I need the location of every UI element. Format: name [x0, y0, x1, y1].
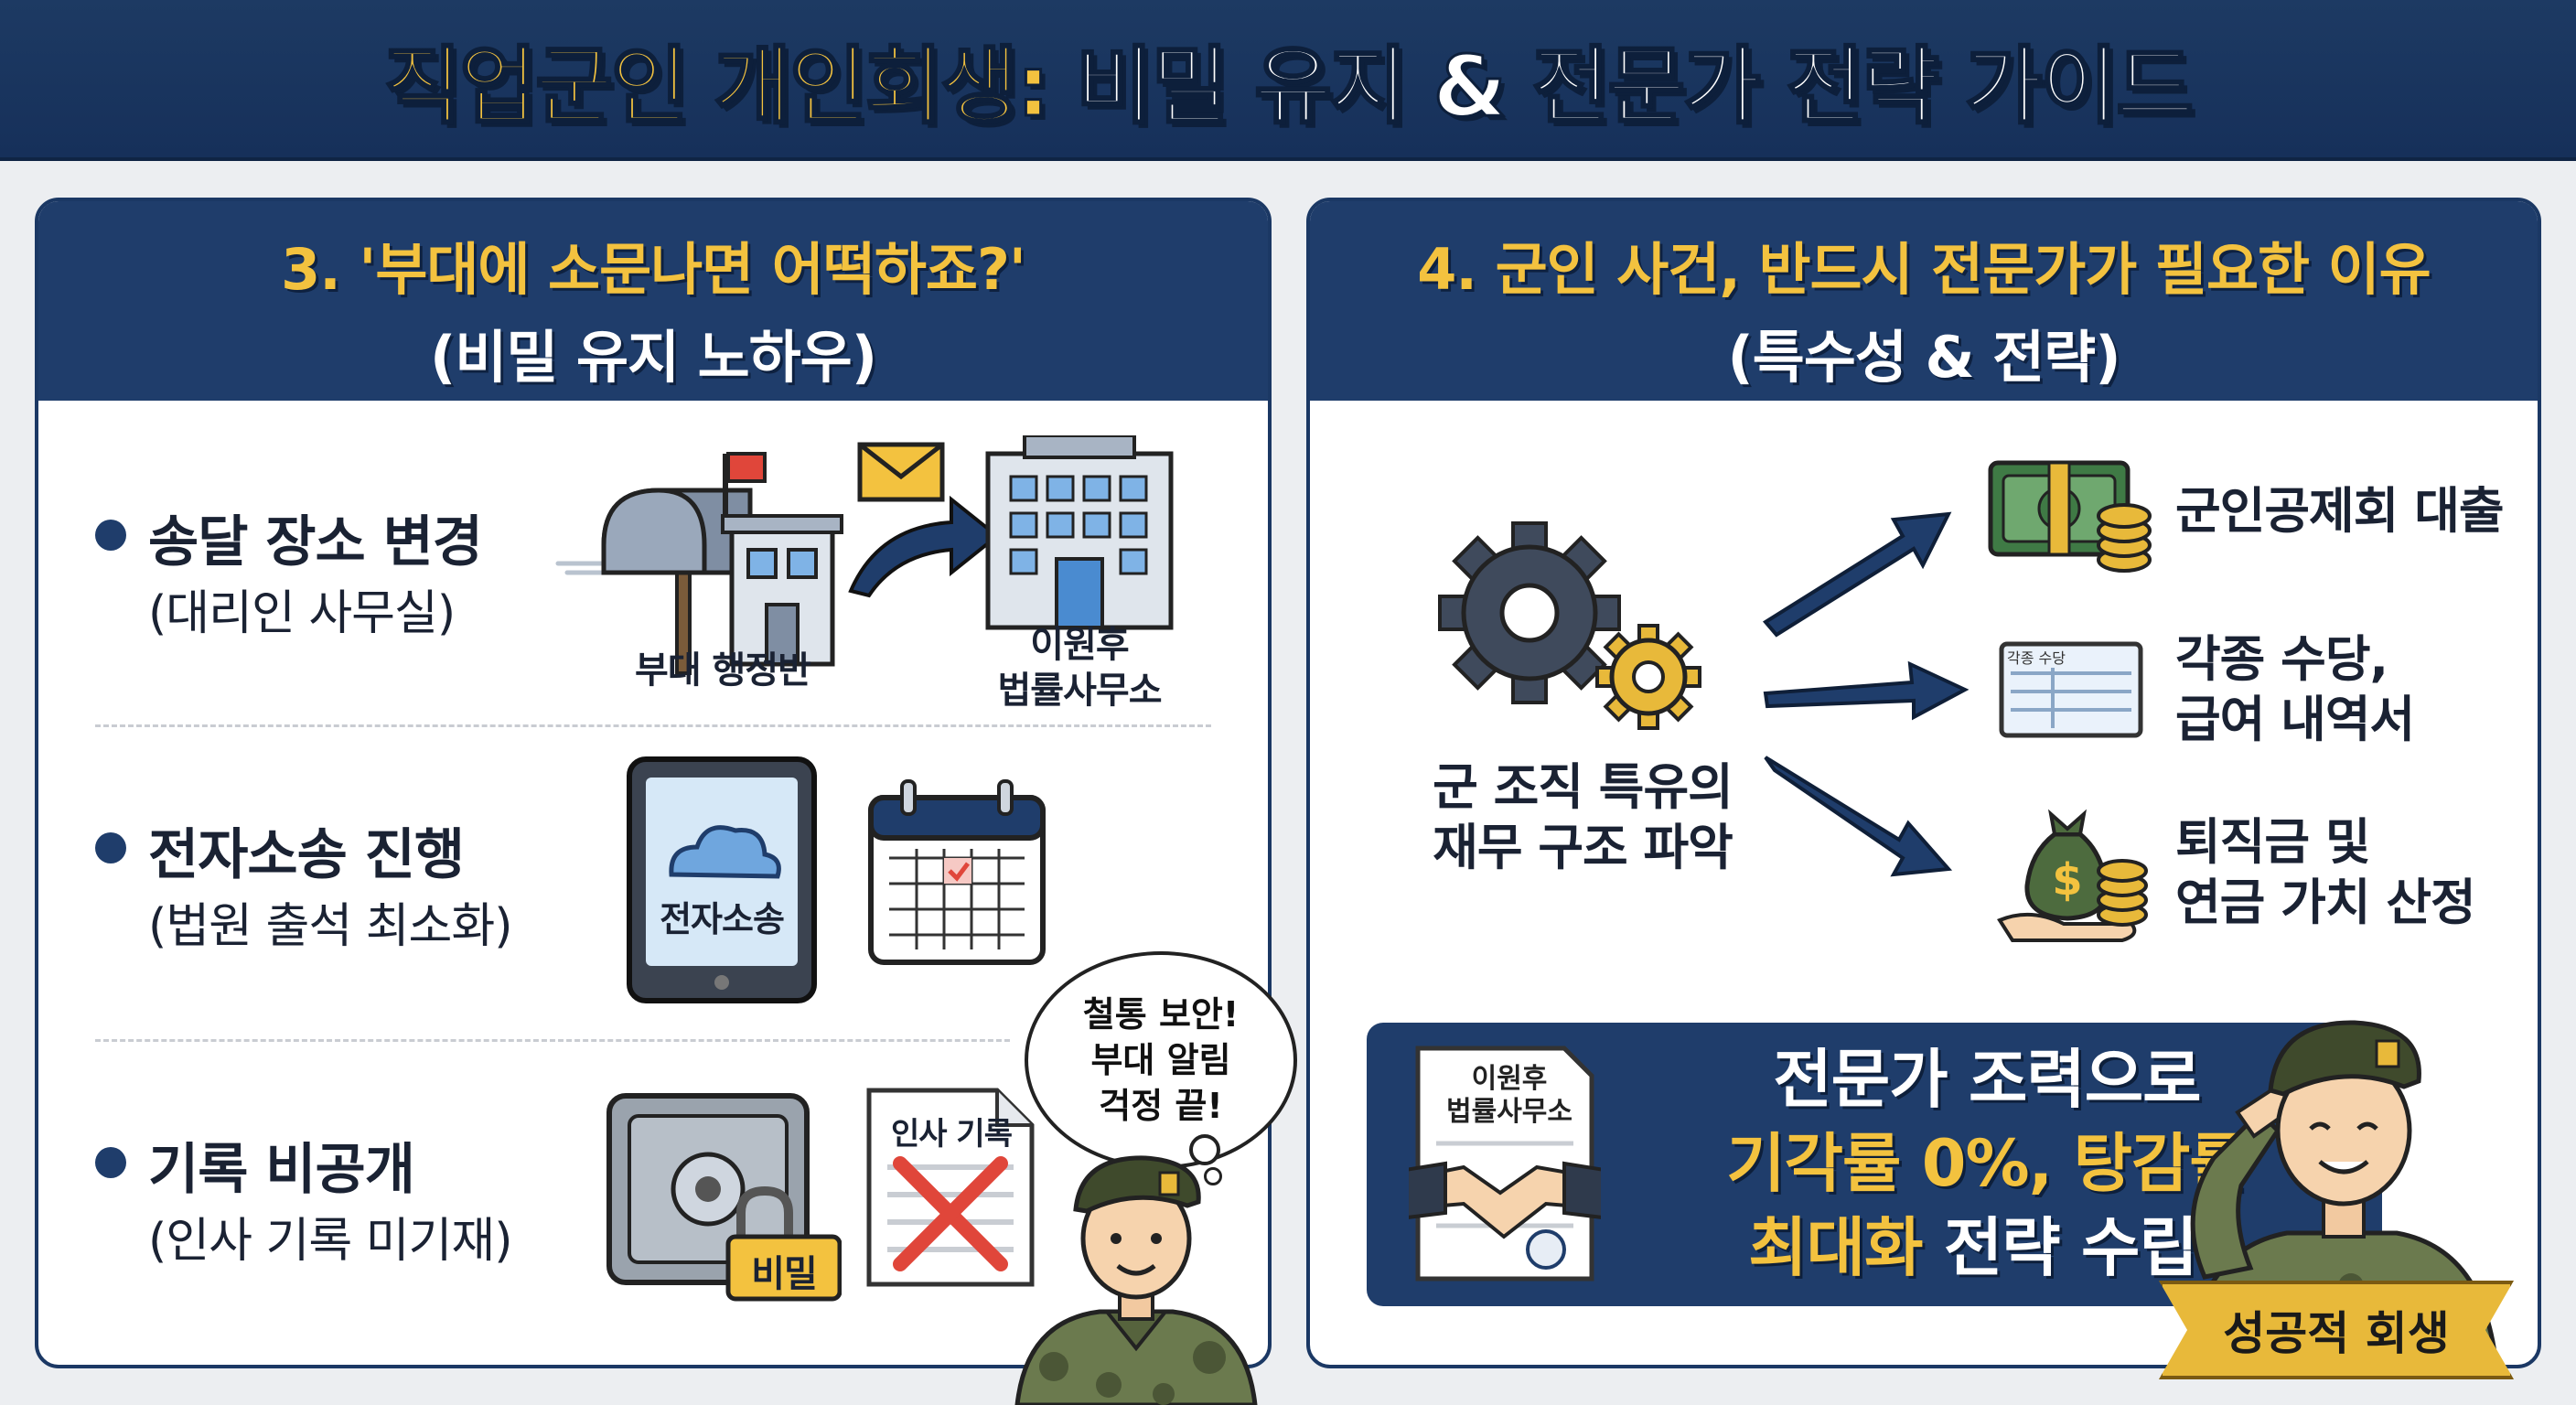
center-label: 군 조직 특유의 재무 구조 파악 — [1409, 757, 1756, 878]
right-panel-subtitle: (특수성 & 전략) — [1727, 324, 2120, 391]
bubble-dot — [1204, 1167, 1222, 1185]
tablet-label: 전자소송 — [660, 899, 785, 939]
caption-law-office: 이원후 법률사무소 — [951, 622, 1208, 713]
result-label-pension-line1: 퇴직금 및 — [2175, 813, 2371, 871]
promo-line3-rest: 전략 수립! — [1922, 1210, 2227, 1285]
calendar-icon — [868, 779, 1046, 965]
bubble-dot — [1189, 1134, 1220, 1165]
soldier-thinking-icon — [1014, 1155, 1258, 1405]
contract-label: 이원후 법률사무소 — [1433, 1063, 1586, 1129]
contract-handshake-icon — [1409, 1046, 1601, 1282]
item-subtitle-e-litigation: (법원 출석 최소화) — [148, 899, 513, 954]
document-label: 인사 기록 — [891, 1116, 1013, 1153]
result-label-allowance: 각종 수당, 급여 내역서 — [2175, 629, 2415, 750]
crossed-document-icon — [866, 1088, 1035, 1287]
page-title-part1: 직업군인 개인회생: — [382, 36, 1051, 136]
contract-label-line2: 법률사무소 — [1446, 1096, 1572, 1128]
left-panel-title: 3. '부대에 소문나면 어떡하죠?' — [281, 236, 1026, 303]
right-panel-title: 4. 군인 사건, 반드시 전문가가 필요한 이유 — [1417, 236, 2431, 303]
bubble-line1: 철통 보안! — [1082, 994, 1240, 1035]
header-banner: 직업군인 개인회생: 비밀 유지 & 전문가 전략 가이드 — [0, 0, 2576, 161]
pay-statement-icon — [1999, 641, 2143, 738]
arrow-icon — [1762, 511, 1952, 638]
item-subtitle-records: (인사 기록 미기재) — [148, 1214, 513, 1269]
center-label-line2: 재무 구조 파악 — [1433, 819, 1733, 876]
item-subtitle-delivery: (대리인 사무실) — [148, 586, 456, 641]
left-panel-subtitle: (비밀 유지 노하우) — [429, 324, 877, 391]
envelope-icon — [857, 442, 945, 502]
promo-text: 전문가 조력으로 기각률 0%, 탕감률 최대화 전략 수립! — [1621, 1037, 2353, 1290]
arrow-icon — [848, 495, 1001, 598]
padlock-icon — [725, 1185, 842, 1302]
tablet-icon — [627, 756, 817, 1003]
bubble-line2: 부대 알림 — [1090, 1040, 1231, 1080]
item-title-records: 기록 비공개 — [148, 1138, 415, 1202]
delivery-illustration — [555, 435, 1174, 675]
money-bag-icon: $ — [1997, 809, 2148, 942]
item-title-delivery: 송달 장소 변경 — [148, 510, 483, 574]
safe-icon — [606, 1093, 842, 1302]
result-label-allowance-line2: 급여 내역서 — [2175, 691, 2415, 748]
promo-line1: 전문가 조력으로 — [1773, 1042, 2201, 1117]
padlock-label: 비밀 — [751, 1253, 818, 1295]
item-title-e-litigation: 전자소송 진행 — [148, 823, 465, 887]
result-label-pension: 퇴직금 및 연금 가치 산정 — [2175, 812, 2476, 933]
money-stack-icon — [1988, 460, 2152, 573]
arrows-group — [1762, 511, 1970, 877]
mailbox-icon — [601, 452, 767, 675]
bullet-icon — [95, 520, 126, 551]
divider — [95, 724, 1211, 727]
caption-law-office-line2: 법률사무소 — [997, 670, 1163, 712]
gears-icon — [1438, 521, 1701, 730]
promo-line3-highlight: 최대화 — [1748, 1210, 1923, 1285]
page-title: 직업군인 개인회생: 비밀 유지 & 전문가 전략 가이드 — [382, 18, 2195, 140]
admin-office-icon — [721, 514, 843, 667]
bullet-icon — [95, 832, 126, 863]
contract-label-line1: 이원후 — [1471, 1063, 1548, 1095]
page-title-part2: 비밀 유지 & 전문가 전략 가이드 — [1074, 36, 2195, 136]
arrow-icon — [1763, 660, 1970, 721]
handshake-icon — [1409, 1161, 1601, 1239]
cloud-icon — [669, 825, 781, 879]
result-label-pension-line2: 연금 가치 산정 — [2175, 874, 2476, 931]
right-panel-header: 4. 군인 사건, 반드시 전문가가 필요한 이유 (특수성 & 전략) — [1310, 201, 2538, 401]
result-label-loan: 군인공제회 대출 — [2175, 482, 2505, 540]
bullet-icon — [95, 1147, 126, 1178]
arrow-icon — [1764, 756, 1953, 877]
left-panel-header: 3. '부대에 소문나면 어떡하죠?' (비밀 유지 노하우) — [38, 201, 1268, 401]
promo-line2: 기각률 0%, 탕감률 — [1726, 1126, 2249, 1201]
caption-admin-office: 부대 행정반 — [635, 649, 811, 692]
success-ribbon: 성공적 회생 — [2159, 1281, 2514, 1379]
bubble-line3: 걱정 끝! — [1099, 1086, 1223, 1126]
pay-statement-label: 각종 수당 — [2007, 649, 2066, 667]
office-building-icon — [985, 435, 1174, 630]
result-label-allowance-line1: 각종 수당, — [2175, 630, 2388, 688]
divider — [95, 1039, 1010, 1042]
caption-law-office-line1: 이원후 — [1030, 624, 1129, 666]
svg-text:$: $ — [2052, 854, 2082, 906]
thought-bubble: 철통 보안! 부대 알림 걱정 끝! — [1025, 951, 1297, 1169]
center-label-line1: 군 조직 특유의 — [1433, 758, 1733, 816]
